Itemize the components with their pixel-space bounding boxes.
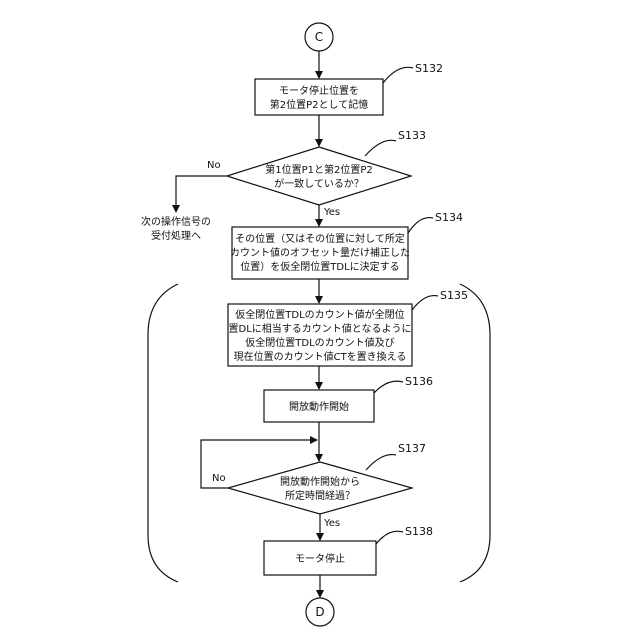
left-bracket	[148, 284, 178, 582]
yes-label-s137: Yes	[323, 518, 340, 529]
yes-label-s133: Yes	[323, 207, 340, 218]
decision-text-s137-line-2: 所定時間経過？	[285, 489, 355, 502]
start-connector-label: C	[315, 30, 323, 44]
process-text-s132-line-1: モータ停止位置を	[279, 84, 359, 97]
right-bracket	[460, 284, 490, 582]
decision-s133	[227, 147, 411, 205]
process-text-s134-line-1: その位置（又はその位置に対して所定	[235, 232, 405, 245]
process-text-s135-line-3: 仮全閉位置TDLのカウント値及び	[245, 336, 394, 349]
step-leader-s133	[365, 140, 396, 156]
no-label-s137: No	[212, 473, 226, 484]
process-text-s136-line-1: 開放動作開始	[289, 400, 349, 413]
decision-text-s133-line-2: が一致しているか？	[274, 177, 364, 190]
no-label-s133: No	[207, 160, 221, 171]
step-leader-s136	[374, 381, 403, 393]
decision-text-s133-line-1: 第1位置P1と第2位置P2	[265, 163, 373, 176]
step-label-s138: S138	[405, 525, 433, 538]
decision-s137	[228, 462, 412, 514]
process-text-s135-line-1: 仮全閉位置TDLのカウント値が全閉位	[235, 308, 404, 321]
decision-text-s137-line-1: 開放動作開始から	[280, 475, 360, 488]
step-leader-s137	[366, 455, 396, 470]
process-text-s135-line-4: 現在位置のカウント値CTを置き換える	[234, 350, 407, 363]
step-label-s133: S133	[398, 129, 426, 142]
process-text-s138-line-1: モータ停止	[295, 552, 345, 565]
step-label-s132: S132	[415, 62, 443, 75]
process-text-s132-line-2: 第2位置P2として記憶	[270, 98, 368, 111]
step-label-s135: S135	[440, 289, 468, 302]
step-leader-s132	[383, 67, 413, 83]
process-text-s135-line-2: 置DLに相当するカウント値となるように	[229, 322, 412, 335]
step-leader-s138	[376, 531, 403, 544]
step-label-s137: S137	[398, 442, 426, 455]
no-target-text-line-1: 次の操作信号の	[141, 215, 211, 228]
arrow-s133-no	[176, 176, 227, 212]
step-leader-s134	[408, 218, 433, 233]
step-leader-s135	[412, 296, 438, 310]
no-target-text-line-2: 受付処理へ	[151, 229, 201, 242]
step-label-s136: S136	[405, 375, 433, 388]
process-text-s134-line-3: 位置）を仮全閉位置TDLに決定する	[240, 260, 399, 273]
process-text-s134-line-2: カウント値のオフセット量だけ補正した	[230, 246, 410, 259]
step-label-s134: S134	[435, 211, 463, 224]
end-connector-label: D	[315, 605, 324, 619]
